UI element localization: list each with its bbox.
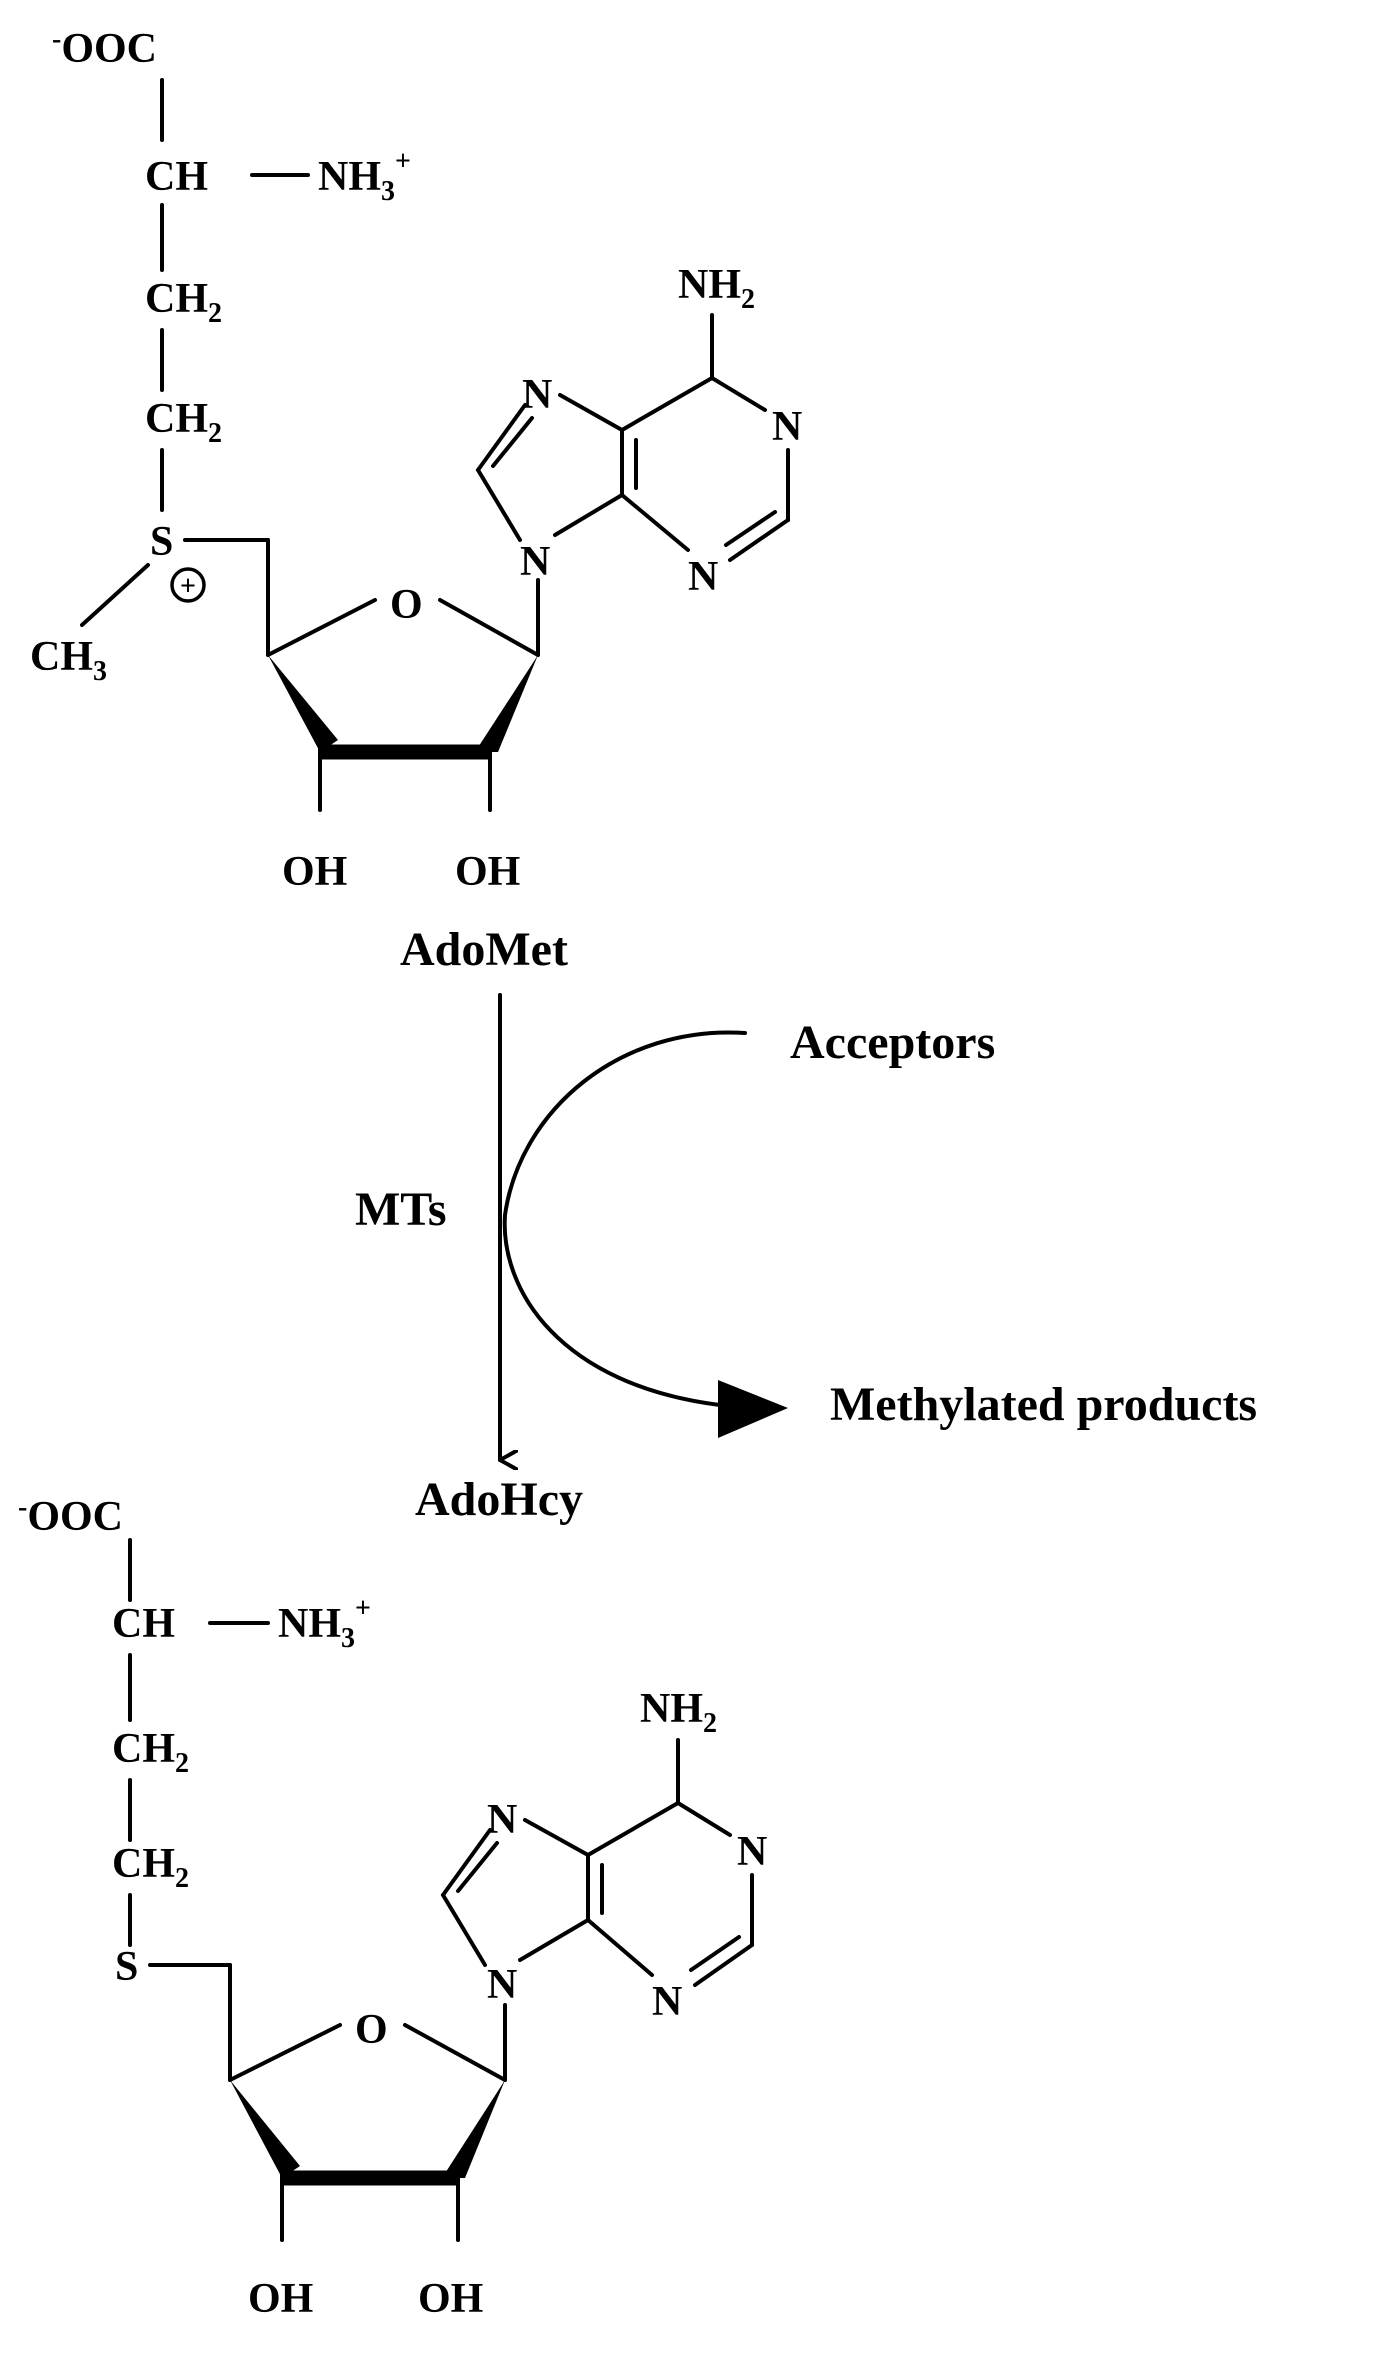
bond bbox=[710, 376, 767, 412]
enzyme-label: MTs bbox=[355, 1183, 447, 1236]
n1-atom: N bbox=[772, 404, 802, 450]
hydroxyl-left: OH bbox=[248, 2276, 313, 2322]
bond bbox=[558, 393, 624, 432]
bond bbox=[456, 1841, 499, 1893]
n9-atom: N bbox=[487, 1962, 517, 2008]
bond bbox=[403, 2023, 507, 2082]
bond bbox=[620, 493, 690, 552]
n3-atom: N bbox=[652, 1979, 682, 2025]
methylene-1: CH2 bbox=[112, 1726, 189, 1779]
methylene-2: CH2 bbox=[112, 1841, 189, 1894]
amino-group: NH2 bbox=[678, 262, 755, 315]
methylene-2: CH2 bbox=[145, 396, 222, 449]
n7-atom: N bbox=[522, 372, 552, 418]
bond bbox=[491, 416, 534, 468]
bond bbox=[724, 510, 777, 547]
amine-group: NH3+ bbox=[278, 1593, 371, 1654]
wedge-bond bbox=[475, 655, 538, 752]
acceptor-curve bbox=[502, 1030, 747, 1407]
bond bbox=[441, 1828, 492, 1897]
sulfur-atom: S bbox=[115, 1944, 138, 1990]
bond bbox=[441, 1893, 487, 1967]
products-label: Methylated products bbox=[830, 1378, 1257, 1431]
ring-oxygen: O bbox=[390, 582, 423, 628]
methylene-1: CH2 bbox=[145, 276, 222, 329]
bond bbox=[586, 1801, 680, 1857]
sulfonium-charge-circle bbox=[170, 567, 206, 603]
hydroxyl-left: OH bbox=[282, 849, 347, 895]
acceptors-label: Acceptors bbox=[790, 1016, 995, 1069]
adohcy-molecule: AdoHcy -OOC CH NH3+ CH2 CH2 bbox=[18, 1473, 767, 2322]
reaction: MTs Acceptors Methylated products bbox=[355, 993, 1257, 1460]
curve-arrowhead bbox=[718, 1380, 788, 1438]
adomet-molecule: -OOC CH NH3+ CH2 CH2 S + CH3 O OH OH NH2… bbox=[30, 24, 802, 976]
bond bbox=[476, 403, 527, 472]
carboxylate-group: -OOC bbox=[52, 24, 157, 72]
n3-atom: N bbox=[688, 554, 718, 600]
adohcy-label: AdoHcy bbox=[415, 1473, 583, 1526]
bond bbox=[80, 563, 150, 627]
amino-group: NH2 bbox=[640, 1686, 717, 1739]
bond bbox=[228, 2023, 342, 2082]
amine-group: NH3+ bbox=[318, 146, 411, 207]
bond bbox=[518, 1918, 590, 1962]
n1-atom: N bbox=[737, 1829, 767, 1875]
bond bbox=[676, 1801, 732, 1837]
alpha-carbon: CH bbox=[145, 154, 208, 200]
n7-atom: N bbox=[487, 1797, 517, 1843]
sulfur-atom: S bbox=[150, 519, 173, 565]
wedge-bond bbox=[442, 2080, 505, 2178]
hydroxyl-right: OH bbox=[455, 849, 520, 895]
bond bbox=[620, 376, 714, 432]
bond bbox=[689, 1935, 741, 1972]
bond bbox=[266, 598, 377, 657]
wedge-bond bbox=[230, 2080, 300, 2178]
hydroxyl-right: OH bbox=[418, 2276, 483, 2322]
ring-oxygen: O bbox=[355, 2007, 388, 2053]
bond bbox=[438, 598, 540, 657]
n9-atom: N bbox=[520, 539, 550, 585]
alpha-carbon: CH bbox=[112, 1601, 175, 1647]
bond bbox=[476, 468, 522, 542]
bond bbox=[693, 1943, 754, 1987]
adomet-label: AdoMet bbox=[400, 923, 568, 976]
carboxylate-group: -OOC bbox=[18, 1492, 123, 1540]
wedge-bond bbox=[268, 655, 338, 752]
bond bbox=[523, 1818, 590, 1857]
bond bbox=[553, 493, 624, 537]
methyl-group: CH3 bbox=[30, 634, 107, 687]
bond bbox=[586, 1918, 654, 1977]
bond bbox=[728, 518, 790, 562]
sulfonium-charge: + bbox=[180, 571, 196, 602]
